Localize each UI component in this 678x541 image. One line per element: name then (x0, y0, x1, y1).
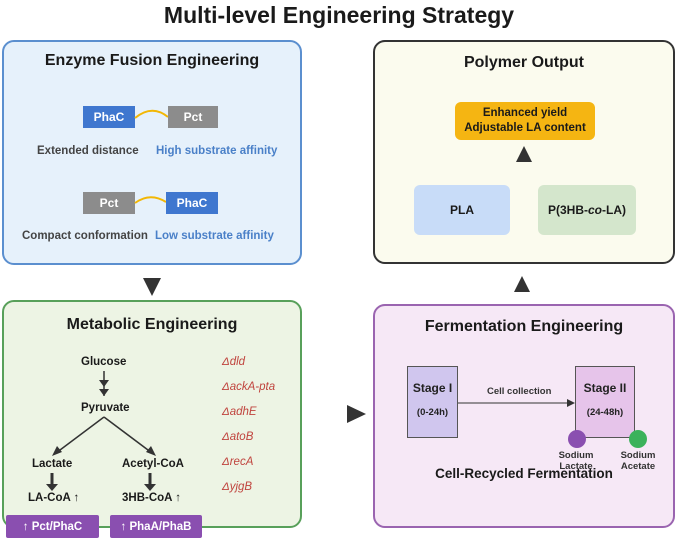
deletion-ackA-pta: ΔackA-pta (222, 381, 276, 393)
arrow-products-to-yield (516, 146, 532, 162)
metabolic-pathway-arrows (46, 371, 156, 491)
arrow-enzyme-to-metabolic (143, 278, 161, 296)
compact-conformation-label: Compact conformation (22, 230, 148, 242)
enhanced-yield-box: Enhanced yield Adjustable LA content (455, 102, 595, 140)
stage-2-box: Stage II (24-48h) (575, 366, 635, 438)
linker-row2 (134, 196, 167, 204)
deletion-atoB: ΔatoB (222, 431, 254, 443)
phaa-phab-overexpression-tag: ↑ PhaA/PhaB (110, 515, 202, 538)
acetyl-coa-node: Acetyl-CoA (122, 458, 184, 470)
la-coa-node: LA-CoA ↑ (28, 492, 80, 504)
p3hb-co: co (588, 203, 603, 217)
deletion-recA: ΔrecA (222, 456, 254, 468)
p3hb-co-la-product-box: P(3HB-co-LA) (538, 185, 636, 235)
pct-phac-overexpression-tag: ↑ Pct/PhaC (6, 515, 99, 538)
fermentation-panel-title: Fermentation Engineering (424, 318, 624, 335)
cell-recycled-fermentation-label: Cell-Recycled Fermentation (435, 466, 613, 481)
lactate-node: Lactate (32, 458, 73, 470)
stage-2-time: (24-48h) (586, 407, 624, 418)
pla-product-box: PLA (414, 185, 510, 235)
adjustable-la-line: Adjustable LA content (464, 122, 586, 134)
p3hb-prefix: P(3HB- (547, 203, 588, 217)
pla-label: PLA (450, 203, 474, 217)
deletion-dld: Δdld (222, 356, 246, 368)
arrow-metabolic-to-fermentation (347, 405, 366, 423)
sodium-acetate-dot (629, 430, 647, 448)
p3hb-suffix: -LA) (602, 203, 627, 217)
stage-1-label: Stage I (412, 381, 453, 395)
sodium-lactate-label: Sodium Lactate (558, 450, 594, 472)
stage-1-time: (0-24h) (416, 407, 449, 418)
pct-box-row1: Pct (168, 106, 218, 128)
glucose-node: Glucose (81, 356, 127, 368)
deletion-adhE: ΔadhE (222, 406, 257, 418)
cell-collection-arrow (458, 399, 575, 407)
stage-1-box: Stage I (0-24h) (407, 366, 458, 438)
polymer-panel-title: Polymer Output (463, 54, 584, 71)
arrow-fermentation-to-polymer (514, 276, 530, 292)
metabolic-panel-title: Metabolic Engineering (66, 316, 238, 333)
phac-box-row1: PhaC (83, 106, 135, 128)
high-affinity-label: High substrate affinity (156, 145, 278, 157)
enzyme-panel-title: Enzyme Fusion Engineering (44, 52, 260, 69)
pct-box-row2: Pct (83, 192, 135, 214)
low-affinity-label: Low substrate affinity (155, 230, 274, 242)
phac-box-row2: PhaC (166, 192, 218, 214)
pyruvate-node: Pyruvate (81, 402, 130, 414)
sodium-acetate-label: Sodium Acetate (620, 450, 656, 472)
enhanced-yield-line: Enhanced yield (482, 107, 568, 119)
diagram-title: Multi-level Engineering Strategy (163, 2, 515, 28)
stage-2-label: Stage II (583, 381, 627, 395)
extended-distance-label: Extended distance (37, 145, 139, 157)
3hb-coa-node: 3HB-CoA ↑ (122, 492, 181, 504)
enzyme-fusion-panel: Enzyme Fusion Engineering (2, 40, 302, 265)
cell-collection-label: Cell collection (487, 386, 552, 397)
deletion-yjgB: ΔyjgB (222, 481, 253, 493)
linker-row1 (134, 109, 169, 119)
sodium-lactate-dot (568, 430, 586, 448)
